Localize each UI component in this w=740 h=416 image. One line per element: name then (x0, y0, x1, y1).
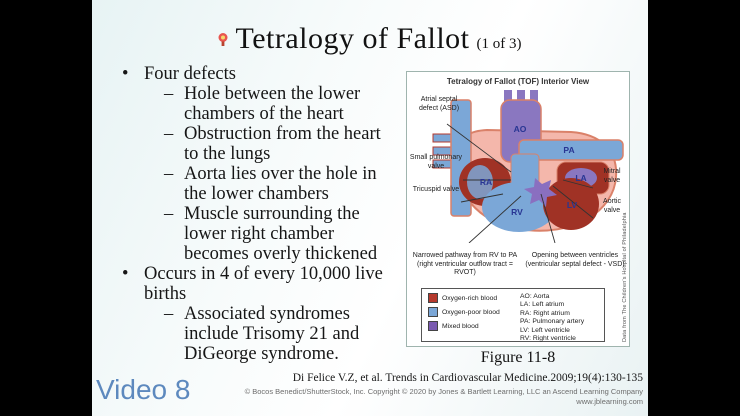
page-title-suffix: (1 of 3) (476, 35, 522, 52)
list-item-text: Muscle surrounding the lower right chamb… (184, 204, 378, 264)
pulmonary-artery (518, 139, 624, 161)
list-item: – Associated syndromes include Trisomy 2… (122, 304, 432, 364)
chamber-label-pa: PA (563, 145, 574, 155)
list-item-text: Four defects (144, 64, 236, 84)
abbreviation: RV: Right ventricle (520, 335, 576, 343)
heart-figure-panel: Tetralogy of Fallot (TOF) Interior View (406, 71, 630, 347)
slide-title-row: Tetralogy of Fallot (1 of 3) (92, 18, 648, 60)
chamber-label-la: LA (575, 173, 586, 183)
pulmonary-vein-stub (432, 133, 454, 143)
legend-item: Oxygen-rich blood (428, 293, 514, 303)
label-aortic-valve: Aortic valve (603, 198, 621, 214)
asd-pointer-line (446, 123, 512, 173)
abbreviation: RA: Right atrium (520, 309, 570, 317)
vsd-mixed-blood-patch (524, 178, 557, 207)
mitral-pointer-line (562, 179, 594, 189)
title-bullet-icon (218, 32, 228, 46)
label-atrial-septal-defect: Atrial septal defect (ASD) (418, 96, 460, 112)
list-item-text: Aorta lies over the hole in the lower ch… (184, 164, 377, 204)
legend-item: Mixed blood (428, 321, 514, 331)
dash-marker: – (164, 204, 174, 224)
bullet-marker: • (122, 264, 129, 284)
slide: Tetralogy of Fallot (1 of 3) • Four defe… (92, 0, 648, 416)
figure-caption: Figure 11-8 (480, 349, 556, 366)
list-item: • Four defects (122, 64, 432, 84)
annotation-rvot: Narrowed pathway from RV to PA (right ve… (412, 252, 518, 276)
figure-credit-vertical: Data from The Children's Hospital of Phi… (622, 212, 628, 342)
oxygen-poor-swatch (428, 307, 438, 317)
chamber-label-rv: RV (511, 207, 523, 217)
tricuspid-pointer-line (460, 193, 504, 203)
heart-diagram: AO PA LA RA RV LV (432, 90, 624, 243)
legend-label: Oxygen-rich blood (442, 294, 498, 302)
label-small-pulmonary-valve: Small pulmonary valve (409, 154, 463, 170)
label-tricuspid-valve: Tricuspid valve (412, 186, 460, 193)
oxygen-rich-swatch (428, 293, 438, 303)
chamber-label-ao: AO (514, 124, 527, 134)
legend-label: Oxygen-poor blood (442, 308, 500, 316)
chamber-label-ra: RA (480, 177, 492, 187)
left-ventricle (543, 178, 599, 230)
list-item: – Hole between the lower chambers of the… (122, 84, 432, 124)
chamber-label-lv: LV (567, 200, 578, 210)
legend-swatch-column: Oxygen-rich blood Oxygen-poor blood Mixe… (428, 293, 514, 339)
dash-marker: – (164, 124, 174, 144)
citation-text: Di Felice V.Z, et al. Trends in Cardiova… (292, 372, 643, 384)
list-item: – Aorta lies over the hole in the lower … (122, 164, 432, 204)
label-mitral-valve: Mitral valve (603, 168, 621, 184)
bullet-list: • Four defects – Hole between the lower … (122, 64, 432, 364)
abbreviation-column: AO: Aorta LA: Left atrium RA: Right atri… (520, 293, 585, 342)
publisher-url: www.jblearning.com (576, 397, 643, 406)
list-item-text: Associated syndromes include Trisomy 21 … (184, 304, 360, 364)
abbreviation: LA: Left atrium (520, 301, 565, 309)
list-item-text: Obstruction from the heart to the lungs (184, 124, 381, 164)
right-atrium-blood (467, 165, 493, 199)
dash-marker: – (164, 164, 174, 184)
figure-title: Tetralogy of Fallot (TOF) Interior View (446, 77, 590, 86)
rvot-pointer-line (468, 195, 522, 243)
list-item: – Obstruction from the heart to the lung… (122, 124, 432, 164)
dash-marker: – (164, 304, 174, 324)
abbreviation: LV: Left ventricle (520, 326, 570, 334)
page-title: Tetralogy of Fallot (235, 22, 470, 55)
aorta-branch (517, 90, 525, 104)
aortic-pointer-line (552, 185, 594, 219)
dash-marker: – (164, 84, 174, 104)
annotation-vsd: Opening between ventricles (ventricular … (525, 252, 625, 268)
abbreviation: AO: Aorta (520, 293, 550, 300)
copyright-text: © Bocos Benedict/ShutterStock, Inc. Copy… (244, 387, 643, 396)
aorta-branch (504, 90, 512, 104)
list-item: – Muscle surrounding the lower right cha… (122, 204, 432, 264)
list-item-text: Hole between the lower chambers of the h… (184, 84, 361, 124)
list-item: • Occurs in 4 of every 10,000 live birth… (122, 264, 432, 304)
figure-legend: Oxygen-rich blood Oxygen-poor blood Mixe… (421, 288, 605, 342)
legend-label: Mixed blood (442, 322, 479, 330)
legend-item: Oxygen-poor blood (428, 307, 514, 317)
list-item-text: Occurs in 4 of every 10,000 live births (144, 264, 383, 304)
bullet-marker: • (122, 64, 129, 84)
video-number-label: Video 8 (96, 374, 191, 405)
aorta-branch (530, 90, 538, 104)
mixed-blood-swatch (428, 321, 438, 331)
vsd-pointer-line (540, 193, 556, 243)
abbreviation: PA: Pulmonary artery (520, 318, 585, 326)
